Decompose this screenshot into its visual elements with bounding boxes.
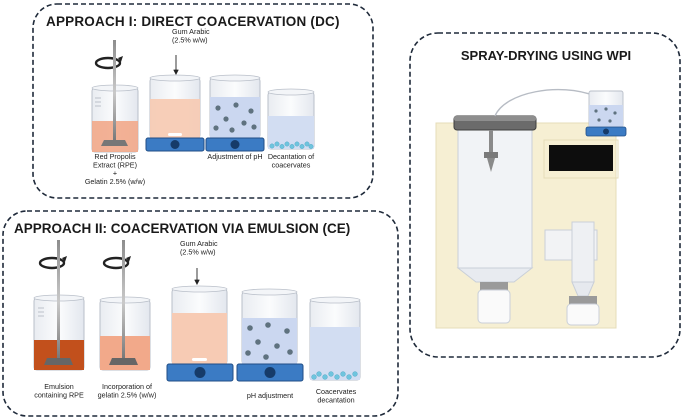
approach1-panel: APPROACH I: DIRECT COACERVATION (DC) Gum… <box>32 3 374 199</box>
beaker-icon <box>309 296 361 381</box>
particles-icon <box>594 107 617 123</box>
beaker-icon <box>149 74 201 139</box>
spray-title: SPRAY-DRYING USING WPI <box>461 48 631 63</box>
approach2-panel: APPROACH II: COACERVATION VIA EMULSION (… <box>2 210 399 417</box>
particles-icon <box>245 322 293 360</box>
hotplate-icon <box>205 137 265 152</box>
stirrer-icon <box>101 40 128 146</box>
approach1-title: APPROACH I: DIRECT COACERVATION (DC) <box>46 14 340 29</box>
approach1-step3-label: Adjustment of pH <box>207 152 262 161</box>
beaker-icon <box>171 285 228 365</box>
particles-icon <box>213 102 257 133</box>
hotplate-icon <box>145 137 205 152</box>
particles-icon <box>311 371 358 380</box>
hotplate-icon <box>236 363 304 382</box>
rotation-arrow-icon <box>38 256 67 270</box>
beaker-icon <box>209 74 261 139</box>
approach2-step4-label: pH adjustment <box>247 391 293 400</box>
stirrer-icon <box>44 240 73 365</box>
spray-dryer-icon <box>435 88 627 329</box>
beaker-icon <box>267 88 315 150</box>
approach2-gum-label: Gum Arabic(2.5% w/w) <box>180 239 218 256</box>
hotplate-icon <box>166 363 234 382</box>
approach1-gum-label: Gum Arabic(2.5% w/w) <box>172 27 210 44</box>
particles-icon <box>269 141 314 149</box>
rotation-arrow-icon <box>102 256 131 270</box>
approach2-title: APPROACH II: COACERVATION VIA EMULSION (… <box>14 221 350 236</box>
rotation-arrow-icon <box>94 56 123 70</box>
spray-panel: SPRAY-DRYING USING WPI <box>409 32 681 358</box>
stirrer-icon <box>109 240 138 365</box>
